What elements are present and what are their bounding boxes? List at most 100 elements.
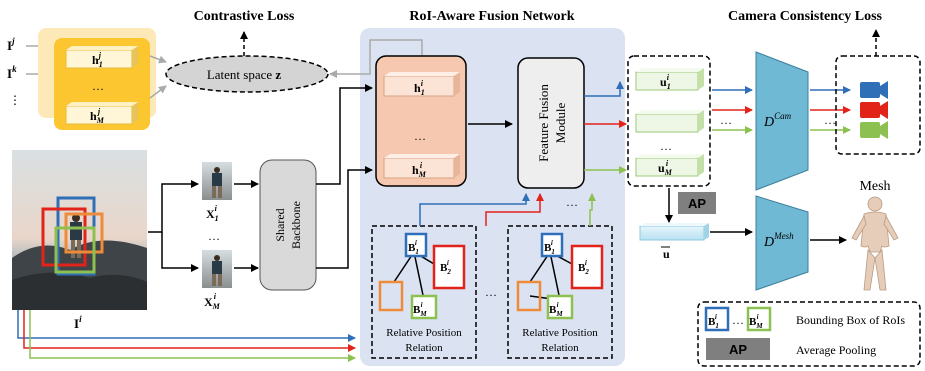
latent-space-label: Latent space z <box>207 67 282 82</box>
relation2-caption-2: Relation <box>541 342 579 354</box>
relation1-bm <box>410 294 438 320</box>
relation2-to-fusion-arrow <box>588 193 596 226</box>
ap-badge <box>678 192 716 214</box>
relation1-b2-label: B2i <box>440 259 451 276</box>
center-to-latent-arrow <box>329 39 423 78</box>
relation1-bm-label: BMi <box>413 301 427 318</box>
u-dots: … <box>660 139 672 153</box>
relation2-b1 <box>540 232 564 258</box>
u1-label: u1i <box>660 73 671 91</box>
image-to-relation-green <box>29 310 356 362</box>
backbone-label-2: Backbone <box>289 201 303 249</box>
relation2-b2-label: B2i <box>578 259 589 276</box>
image-to-crop1-arrow <box>148 180 199 233</box>
relation2-b2 <box>570 244 604 290</box>
feature-fusion-module <box>517 57 585 189</box>
dcam-to-cam-dots: … <box>824 113 836 127</box>
relation-between-dots: … <box>485 285 497 299</box>
camera-green-icon <box>860 121 888 139</box>
image-to-relation-red <box>23 310 356 352</box>
relation-red-to-fusion-arrow <box>485 193 544 226</box>
legend-ap-badge-label: AP <box>729 342 747 357</box>
input-ij-label: Ij <box>7 36 15 53</box>
relation-box-1 <box>371 225 477 359</box>
relation2-caption-1: Relative Position <box>522 327 598 339</box>
legend-box <box>697 301 921 367</box>
fusion-label-2: Module <box>553 103 568 144</box>
latent-space <box>165 55 329 93</box>
feature-center-dots: … <box>414 129 426 143</box>
relation1-to-fusion-arrow <box>419 193 530 226</box>
feature-center-h1: h1i <box>414 79 425 97</box>
input-image <box>12 150 147 310</box>
fusion-dots: … <box>566 195 578 209</box>
relation1-b2 <box>432 244 466 290</box>
relation1-b1 <box>404 232 428 258</box>
feature-block-center-1 <box>383 72 460 97</box>
legend-ap-badge <box>706 338 770 360</box>
u-mid-block <box>635 110 704 133</box>
image-to-relation-blue <box>17 310 356 342</box>
feature-block-center-m <box>383 154 460 179</box>
features-to-latent-arrow-2 <box>149 85 167 99</box>
backbone-label-1: Shared <box>273 208 287 241</box>
legend-b1-label: B1i <box>708 313 719 330</box>
crop-xm <box>202 250 232 288</box>
fusion-label-1: Feature Fusion <box>536 84 551 162</box>
u1-block <box>635 68 704 91</box>
um-block <box>635 154 704 177</box>
feature-block-left-1 <box>65 46 138 69</box>
feature-center-hm: hMi <box>412 161 427 179</box>
legend-bbox-label: Bounding Box of RoIs <box>796 313 905 327</box>
input-vdots: ⋮ <box>9 93 21 107</box>
u-to-dcam-dots: … <box>720 113 732 127</box>
dmesh-label: DMesh <box>763 231 794 250</box>
relation2-bm <box>546 294 574 320</box>
contrastive-loss-title: Contrastive Loss <box>194 9 295 24</box>
feature-left-hm: hMj <box>90 107 105 125</box>
legend-b1-box <box>704 306 730 332</box>
dmesh-decoder <box>755 195 809 291</box>
ubar-label: u <box>663 247 670 261</box>
image-to-cropm-arrow <box>161 232 199 272</box>
backbone-to-h1-arrow <box>316 84 373 185</box>
u-output-box <box>627 55 711 187</box>
relation1-b1-label: B1i <box>408 239 419 256</box>
image-bbox-red <box>41 207 87 267</box>
crop-dots: … <box>208 229 220 243</box>
mesh-figure <box>851 196 899 291</box>
crop-xm-label: XMi <box>204 292 221 311</box>
roi-fusion-title: RoI-Aware Fusion Network <box>409 9 574 24</box>
um-label: uMi <box>658 159 673 177</box>
ap-badge-label: AP <box>688 196 706 211</box>
relation-graph-1 <box>378 251 435 312</box>
relation2-b1-label: B1i <box>544 239 555 256</box>
legend-bm-label: BMi <box>749 313 763 330</box>
backbone-to-hm-arrow <box>316 166 373 269</box>
relation2-bm-label: BMi <box>549 301 563 318</box>
fusion-to-u1-arrow <box>584 81 624 97</box>
ubar-block <box>639 223 709 241</box>
relation-box-2 <box>507 225 613 359</box>
crop-x1 <box>202 162 232 200</box>
legend-dots: … <box>732 313 744 327</box>
feature-block-left-m <box>65 102 138 125</box>
image-bbox-orange <box>64 212 104 254</box>
camera-consistency-title: Camera Consistency Loss <box>728 9 883 24</box>
relation1-caption-1: Relative Position <box>386 327 462 339</box>
input-ik-label: Ik <box>7 64 17 81</box>
shared-backbone <box>259 159 317 291</box>
feature-left-dots: … <box>92 79 104 93</box>
input-ii-label: Ii <box>74 314 82 331</box>
legend-ap-label: Average Pooling <box>796 343 876 357</box>
legend-bm-box <box>746 306 772 332</box>
camera-red-icon <box>860 101 888 119</box>
feature-left-h1: h1j <box>92 51 103 69</box>
features-to-latent-arrow-1 <box>149 55 167 64</box>
mesh-title: Mesh <box>859 179 890 194</box>
dcam-label: DCam <box>763 111 792 130</box>
crop-x1-label: X1i <box>206 204 219 223</box>
image-bbox-green <box>54 226 96 274</box>
camera-box <box>835 55 921 155</box>
